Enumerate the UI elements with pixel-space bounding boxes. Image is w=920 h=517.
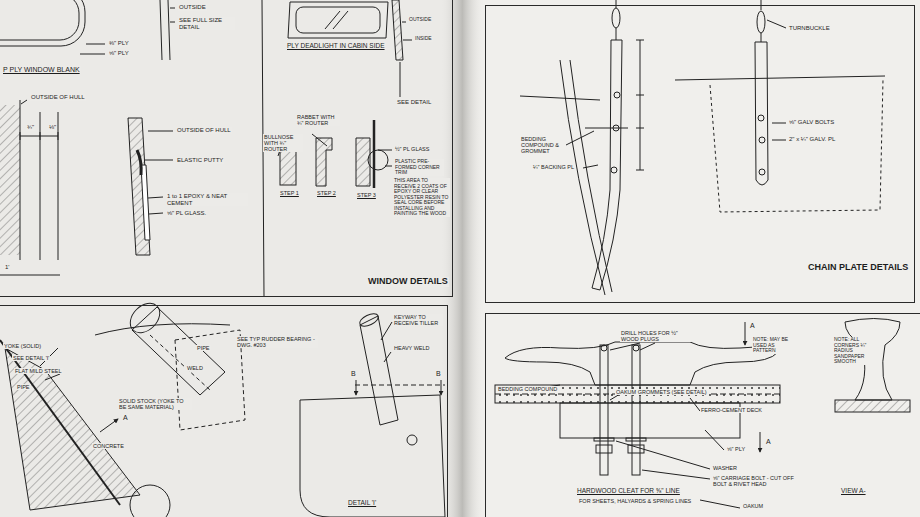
callout-label: THIS AREA TO RECEIVE 2 COATS OF EPOXY OR… xyxy=(393,178,450,217)
callout-label: PLASTIC PRE-FORMED CORNER TRIM xyxy=(394,159,444,176)
callout-label: KEYWAY TO RECEIVE TILLER xyxy=(393,314,443,326)
callout-label: ¼" BACKING PL xyxy=(532,164,575,170)
callout-label: SEE DETAIL xyxy=(396,99,432,106)
callout-label: OAKUM xyxy=(742,503,764,509)
callout-label: FERRO-CEMENT DECK xyxy=(700,407,763,413)
callout-label: ⅝" PLY xyxy=(726,446,746,452)
panel-title: DETAIL 'I' xyxy=(347,499,377,506)
callout-label: STEP 2 xyxy=(316,190,337,196)
callout-label: STEP 1 xyxy=(279,190,300,196)
callout-label: OUTSIDE xyxy=(178,4,207,11)
callout-label: BULLNOSE WITH ¾" ROUTER xyxy=(263,134,303,152)
chain-plate-drawing xyxy=(520,0,885,295)
callout-label: OUTSIDE xyxy=(408,17,432,23)
callout-label: PIPE xyxy=(16,384,31,390)
callout-label: YOKE (SOLID) xyxy=(3,343,42,349)
callout-label: 1' xyxy=(4,264,10,271)
callout-label: PIPE xyxy=(196,345,211,351)
panel-title: FOR SHEETS, HALYARDS & SPRING LINES xyxy=(578,498,692,504)
callout-label: BEDDING COMPOUND & GROMMET xyxy=(520,136,566,154)
callout-label: ELASTIC PUTTY xyxy=(176,157,224,164)
callout-label: ⅝" GALV BOLTS xyxy=(788,119,835,126)
panel-title: HARDWOOD CLEAT FOR ⅝" LINE xyxy=(576,487,681,494)
cleat-drawing xyxy=(495,319,910,509)
callout-label: ⅜" PLY xyxy=(108,40,130,47)
callout-label: 2" x ¼" GALV. PL xyxy=(788,136,836,143)
callout-label: SEE TYP RUDDER BEARING - DWG. #203 xyxy=(236,336,318,348)
callout-label: P PLY WINDOW BLANK xyxy=(2,66,81,74)
callout-label: ½" PL GLASS xyxy=(394,146,430,152)
callout-label: HEAVY WELD xyxy=(393,345,431,351)
callout-label: CONCRETE xyxy=(92,443,125,449)
callout-label: VIEW A- xyxy=(840,487,867,494)
callout-label: WASHER xyxy=(712,465,738,471)
callout-label: INSIDE xyxy=(414,36,433,42)
callout-label: ¾" xyxy=(26,124,35,131)
callout-label: ⅝" CARRIAGE BOLT - CUT OFF BOLT & RIVET … xyxy=(712,475,799,487)
callout-label: TURNBUCKLE xyxy=(788,25,831,32)
callout-label: A xyxy=(749,322,756,330)
panel-title: CHAIN PLATE DETAILS xyxy=(807,263,909,273)
drawing-panel: DETAIL 'I' xyxy=(0,305,448,517)
callout-label: NOTE: ALL CORNERS ¼" RADIUS SANDPAPER SM… xyxy=(833,337,880,365)
callout-label: A xyxy=(765,438,772,446)
callout-label: RABBET WITH ¾" ROUTER xyxy=(296,114,340,126)
callout-label: SOLID STOCK (YOKE TO BE SAME MATERIAL) xyxy=(118,398,192,410)
window-details-drawing xyxy=(0,0,412,297)
callout-label: OUTSIDE OF HULL xyxy=(176,127,232,134)
callout-label: WELD xyxy=(186,365,204,371)
callout-label: STEP 3 xyxy=(356,192,377,198)
callout-label: DRILL HOLES FOR ½" WOOD PLUGS xyxy=(620,330,697,342)
callout-label: ⅝" PLY xyxy=(108,50,130,57)
callout-label: ⅛" xyxy=(48,124,57,131)
callout-label: NOTE: MAY BE USED AS PATTERN xyxy=(752,337,796,354)
callout-label: SEE DETAIL 'I' xyxy=(12,355,50,361)
panel-title: WINDOW DETAILS xyxy=(367,277,449,287)
callout-label: ⅝" PL GLASS. xyxy=(166,210,207,217)
callout-label: B xyxy=(350,370,357,378)
callout-label: 1 to 1 EPOXY & NEAT CEMENT xyxy=(166,193,248,206)
callout-label: B xyxy=(435,370,442,378)
callout-label: A xyxy=(122,414,129,422)
rudder-yoke-drawing xyxy=(0,297,445,517)
callout-label: FLAT MILD STEEL xyxy=(14,368,63,374)
callout-label: PLY DEADLIGHT IN CABIN SIDE xyxy=(286,42,386,49)
callout-label: OAKUM GROMMETS (SEE DETAIL) xyxy=(615,389,708,395)
callout-label: BEDDING COMPOUND xyxy=(497,386,558,392)
callout-label: OUTSIDE OF HULL xyxy=(30,94,86,101)
callout-label: SEE FULL SIZE DETAIL xyxy=(178,17,235,30)
